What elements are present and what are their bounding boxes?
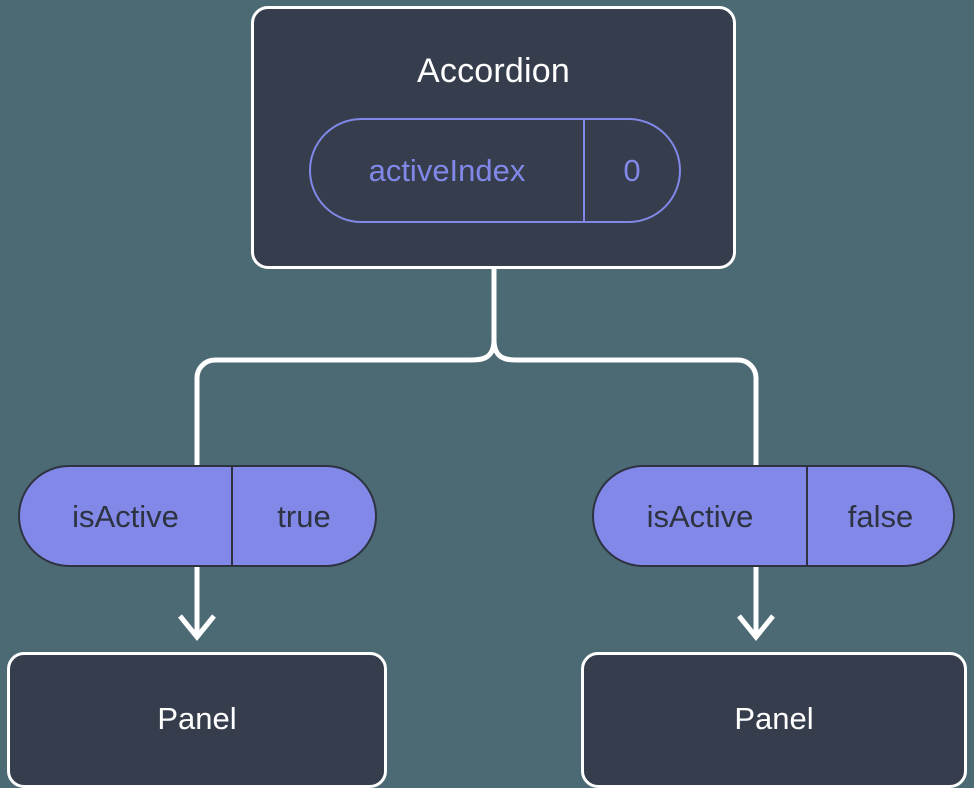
prop-badge-isactive-false[interactable]: isActive false xyxy=(592,465,955,567)
state-badge-activeindex[interactable]: activeIndex 0 xyxy=(309,118,681,223)
prop-badge-value: false xyxy=(806,467,953,565)
state-badge-key: activeIndex xyxy=(368,153,526,188)
node-panel-right[interactable]: Panel xyxy=(581,652,967,788)
prop-badge-value: true xyxy=(231,467,375,565)
connector-branch-left xyxy=(194,339,497,465)
node-panel-right-title: Panel xyxy=(734,700,814,736)
prop-badge-key: isActive xyxy=(646,498,754,534)
node-panel-left[interactable]: Panel xyxy=(7,652,387,788)
prop-badge-key: isActive xyxy=(72,498,179,534)
node-panel-left-title: Panel xyxy=(157,700,237,736)
connector-branch-right xyxy=(491,339,759,465)
state-badge-value: 0 xyxy=(583,120,679,221)
node-accordion[interactable]: Accordion xyxy=(251,6,736,269)
arrow-head-left xyxy=(178,614,216,641)
diagram-canvas: Accordion activeIndex 0 isActive true is… xyxy=(7,6,967,788)
prop-badge-isactive-true[interactable]: isActive true xyxy=(18,465,377,567)
arrow-head-right xyxy=(737,614,775,641)
node-accordion-title: Accordion xyxy=(417,52,570,90)
